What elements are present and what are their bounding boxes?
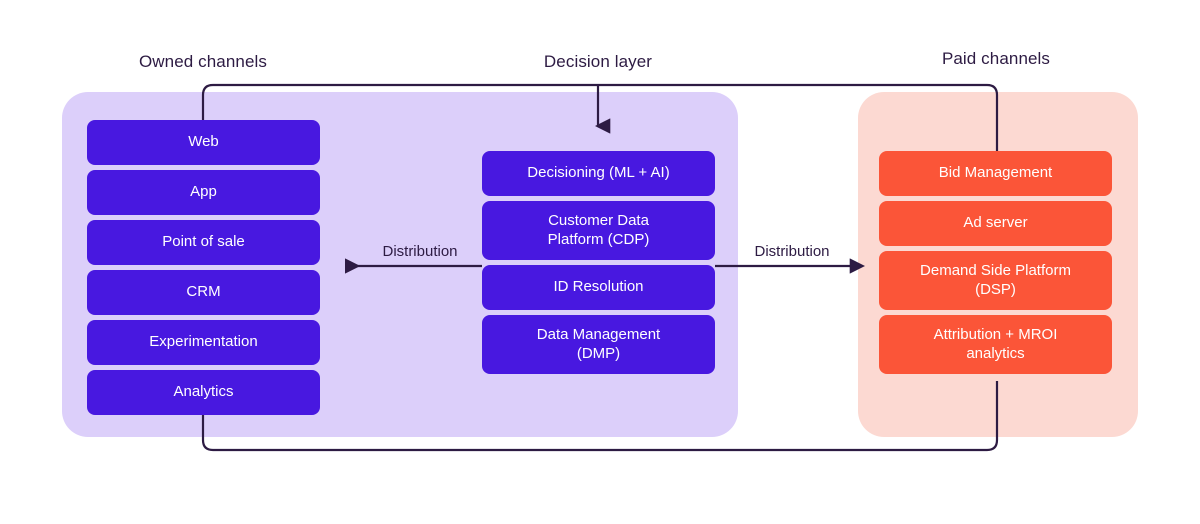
owned-card-app[interactable]: App	[87, 170, 320, 215]
decision-card-cdp[interactable]: Customer Data Platform (CDP)	[482, 201, 715, 260]
owned-card-experimentation[interactable]: Experimentation	[87, 320, 320, 365]
decision-layer-list: Decisioning (ML + AI) Customer Data Plat…	[482, 151, 715, 374]
decision-layer-heading: Decision layer	[543, 52, 653, 71]
owned-card-point-of-sale[interactable]: Point of sale	[87, 220, 320, 265]
owned-card-crm[interactable]: CRM	[87, 270, 320, 315]
owned-card-web[interactable]: Web	[87, 120, 320, 165]
paid-channels-heading: Paid channels	[941, 49, 1051, 68]
distribution-label-left: Distribution	[382, 243, 458, 260]
paid-channels-list: Bid Management Ad server Demand Side Pla…	[879, 151, 1112, 374]
owned-card-analytics[interactable]: Analytics	[87, 370, 320, 415]
paid-card-attribution-mroi[interactable]: Attribution + MROI analytics	[879, 315, 1112, 374]
decision-card-id-resolution[interactable]: ID Resolution	[482, 265, 715, 310]
decision-card-dmp[interactable]: Data Management (DMP)	[482, 315, 715, 374]
owned-channels-list: Web App Point of sale CRM Experimentatio…	[87, 120, 320, 415]
paid-card-dsp[interactable]: Demand Side Platform (DSP)	[879, 251, 1112, 310]
distribution-label-right: Distribution	[754, 243, 830, 260]
paid-card-bid-management[interactable]: Bid Management	[879, 151, 1112, 196]
paid-card-ad-server[interactable]: Ad server	[879, 201, 1112, 246]
decision-card-decisioning[interactable]: Decisioning (ML + AI)	[482, 151, 715, 196]
owned-channels-heading: Owned channels	[138, 52, 268, 71]
